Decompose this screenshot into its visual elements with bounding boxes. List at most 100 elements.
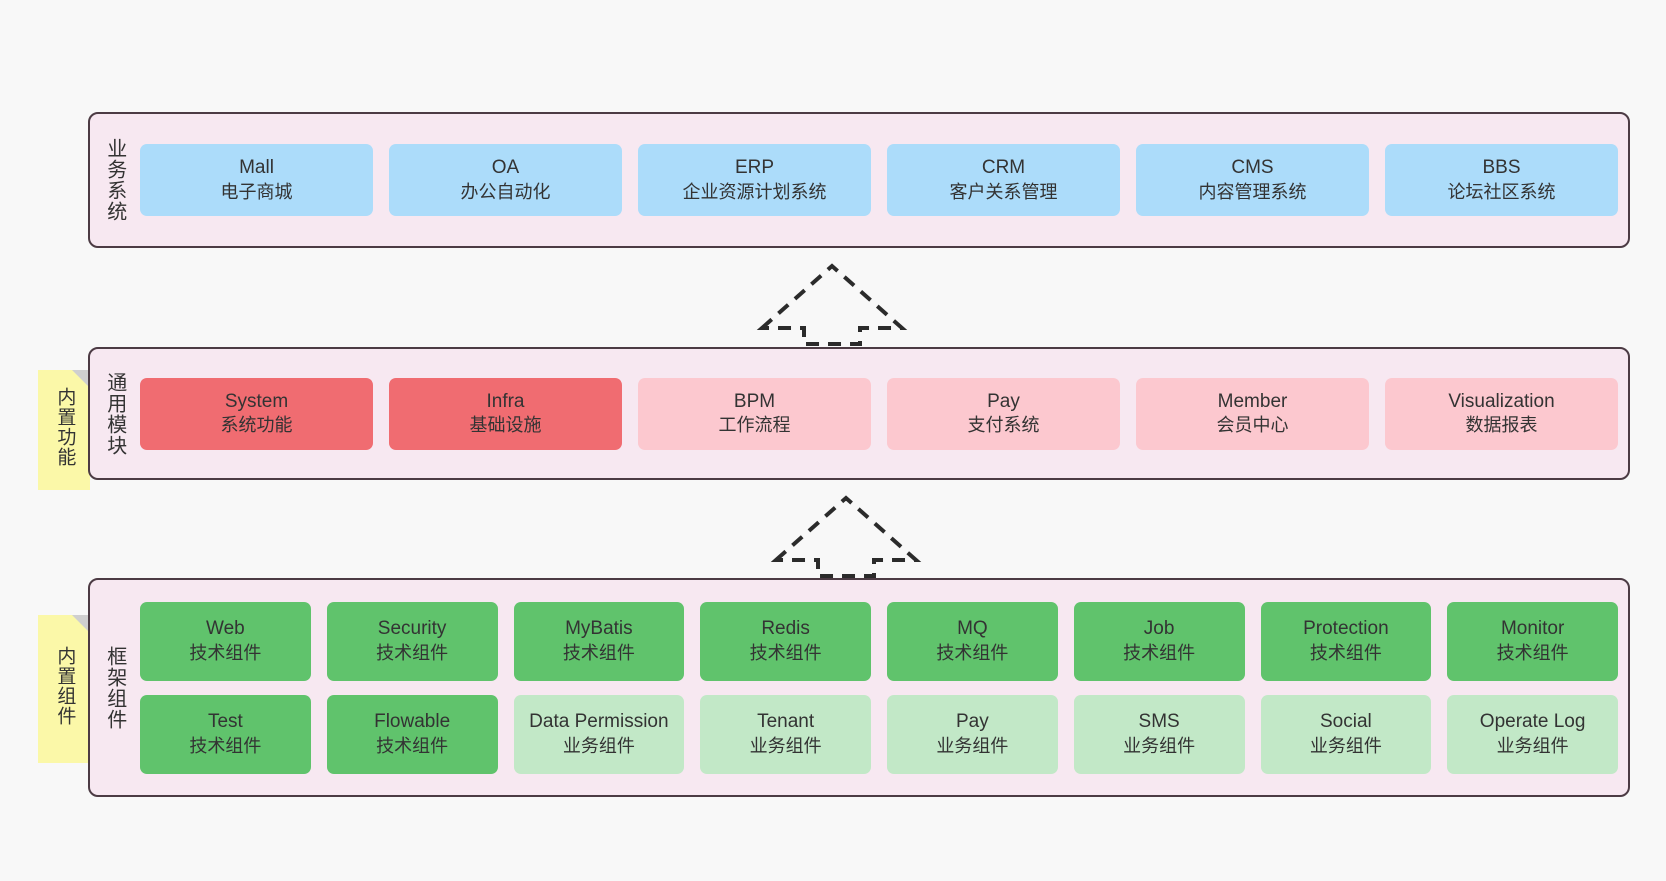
card-test[interactable]: Test 技术组件 bbox=[140, 694, 311, 774]
card-bbs[interactable]: BBS 论坛社区系统 bbox=[1385, 144, 1618, 216]
card-job[interactable]: Job 技术组件 bbox=[1073, 601, 1245, 681]
layer-framework-body: Web 技术组件 Security 技术组件 MyBatis 技术组件 Redi… bbox=[138, 580, 1628, 795]
card-system[interactable]: System 系统功能 bbox=[140, 377, 373, 450]
card-title-cn: 技术组件 bbox=[376, 735, 449, 756]
card-mq[interactable]: MQ 技术组件 bbox=[887, 601, 1058, 681]
card-erp[interactable]: ERP 企业资源计划系统 bbox=[638, 144, 871, 216]
card-title-cn: 业务组件 bbox=[562, 735, 635, 756]
layer-business-title: 业务系统 bbox=[103, 138, 126, 222]
card-mybatis[interactable]: MyBatis 技术组件 bbox=[513, 601, 685, 681]
card-title-cn: 工作流程 bbox=[718, 415, 791, 436]
card-title-cn: 内容管理系统 bbox=[1198, 181, 1307, 202]
card-title-en: Pay bbox=[987, 390, 1020, 412]
card-sms[interactable]: SMS 业务组件 bbox=[1073, 694, 1245, 774]
card-title-en: Redis bbox=[761, 618, 810, 640]
card-monitor[interactable]: Monitor 技术组件 bbox=[1447, 601, 1618, 681]
card-security[interactable]: Security 技术组件 bbox=[326, 601, 498, 681]
card-title-en: Test bbox=[207, 711, 243, 733]
card-mall[interactable]: Mall 电子商城 bbox=[140, 144, 373, 216]
card-title-cn: 业务组件 bbox=[1309, 735, 1382, 756]
layer-business-system: 业务系统 Mall 电子商城 OA 办公自动化 ERP 企业资源计划系统 CRM… bbox=[88, 112, 1630, 248]
card-operate-log[interactable]: Operate Log 业务组件 bbox=[1447, 694, 1618, 774]
card-redis[interactable]: Redis 技术组件 bbox=[700, 601, 871, 681]
card-title-en: BBS bbox=[1482, 157, 1521, 179]
business-card-row: Mall 电子商城 OA 办公自动化 ERP 企业资源计划系统 CRM 客户关系… bbox=[140, 144, 1618, 216]
card-title-en: Infra bbox=[486, 390, 525, 412]
card-title-cn: 技术组件 bbox=[936, 642, 1009, 663]
card-title-cn: 技术组件 bbox=[189, 642, 262, 663]
card-title-cn: 技术组件 bbox=[1496, 642, 1569, 663]
card-title-cn: 业务组件 bbox=[749, 735, 822, 756]
card-title-en: Visualization bbox=[1448, 390, 1555, 412]
card-title-cn: 技术组件 bbox=[1123, 642, 1196, 663]
layer-modules-title: 通用模块 bbox=[103, 371, 126, 456]
card-cms[interactable]: CMS 内容管理系统 bbox=[1136, 144, 1369, 216]
card-title-cn: 基础设施 bbox=[469, 415, 542, 436]
layer-framework-title: 框架组件 bbox=[103, 645, 126, 730]
layer-modules-body: System 系统功能 Infra 基础设施 BPM 工作流程 Pay 支付系统… bbox=[138, 349, 1628, 478]
card-web[interactable]: Web 技术组件 bbox=[140, 601, 311, 681]
card-title-cn: 业务组件 bbox=[1123, 735, 1196, 756]
card-title-cn: 会员中心 bbox=[1216, 415, 1289, 436]
card-title-en: Web bbox=[206, 618, 245, 640]
card-title-en: SMS bbox=[1138, 711, 1180, 733]
card-title-cn: 技术组件 bbox=[1309, 642, 1382, 663]
arrow-build bbox=[756, 263, 908, 346]
card-title-en: Flowable bbox=[374, 711, 451, 733]
layer-business-body: Mall 电子商城 OA 办公自动化 ERP 企业资源计划系统 CRM 客户关系… bbox=[138, 114, 1628, 246]
card-flowable[interactable]: Flowable 技术组件 bbox=[326, 694, 498, 774]
framework-card-row-1: Web 技术组件 Security 技术组件 MyBatis 技术组件 Redi… bbox=[140, 601, 1618, 681]
card-title-cn: 论坛社区系统 bbox=[1447, 181, 1556, 202]
card-tenant[interactable]: Tenant 业务组件 bbox=[700, 694, 871, 774]
card-title-en: Mall bbox=[239, 157, 274, 179]
card-title-en: Operate Log bbox=[1479, 711, 1586, 733]
note-fold-corner-icon bbox=[72, 370, 90, 388]
card-title-en: OA bbox=[491, 157, 520, 179]
card-title-en: Social bbox=[1320, 711, 1372, 733]
card-title-cn: 支付系统 bbox=[967, 415, 1040, 436]
card-pay-component[interactable]: Pay 业务组件 bbox=[887, 694, 1058, 774]
card-title-en: ERP bbox=[734, 157, 775, 179]
card-title-en: MyBatis bbox=[565, 618, 633, 640]
card-title-en: Member bbox=[1217, 390, 1288, 412]
card-title-en: Protection bbox=[1303, 618, 1389, 640]
card-member[interactable]: Member 会员中心 bbox=[1136, 377, 1369, 450]
arrow-implement bbox=[770, 495, 922, 578]
card-visualization[interactable]: Visualization 数据报表 bbox=[1385, 377, 1618, 450]
card-title-en: Pay bbox=[956, 711, 989, 733]
card-title-en: MQ bbox=[957, 618, 988, 640]
card-title-cn: 企业资源计划系统 bbox=[682, 181, 827, 202]
note-fold-corner-icon bbox=[72, 615, 90, 633]
layer-general-modules: 通用模块 System 系统功能 Infra 基础设施 BPM 工作流程 Pay… bbox=[88, 347, 1630, 480]
card-data-permission[interactable]: Data Permission 业务组件 bbox=[513, 694, 685, 774]
card-oa[interactable]: OA 办公自动化 bbox=[389, 144, 622, 216]
card-title-en: Data Permission bbox=[529, 711, 669, 733]
modules-card-row: System 系统功能 Infra 基础设施 BPM 工作流程 Pay 支付系统… bbox=[140, 377, 1618, 450]
card-title-en: CMS bbox=[1231, 157, 1274, 179]
card-bpm[interactable]: BPM 工作流程 bbox=[638, 377, 871, 450]
card-title-en: Job bbox=[1143, 618, 1175, 640]
card-title-cn: 技术组件 bbox=[749, 642, 822, 663]
note-builtin-components: 内置组件 bbox=[38, 615, 90, 763]
card-title-en: BPM bbox=[733, 390, 776, 412]
card-title-cn: 办公自动化 bbox=[460, 181, 551, 202]
card-infra[interactable]: Infra 基础设施 bbox=[389, 377, 622, 450]
card-title-en: CRM bbox=[981, 157, 1026, 179]
card-pay[interactable]: Pay 支付系统 bbox=[887, 377, 1120, 450]
framework-card-row-2: Test 技术组件 Flowable 技术组件 Data Permission … bbox=[140, 694, 1618, 774]
layer-framework-components: 框架组件 Web 技术组件 Security 技术组件 MyBatis 技术组件… bbox=[88, 578, 1630, 797]
note-builtin-functions: 内置功能 bbox=[38, 370, 90, 490]
card-title-cn: 系统功能 bbox=[220, 415, 293, 436]
card-title-cn: 业务组件 bbox=[1496, 735, 1569, 756]
note-label: 内置功能 bbox=[54, 387, 76, 467]
card-title-cn: 技术组件 bbox=[562, 642, 635, 663]
card-title-en: Monitor bbox=[1500, 618, 1565, 640]
card-social[interactable]: Social 业务组件 bbox=[1260, 694, 1432, 774]
card-title-cn: 技术组件 bbox=[189, 735, 262, 756]
card-protection[interactable]: Protection 技术组件 bbox=[1260, 601, 1432, 681]
card-title-cn: 业务组件 bbox=[936, 735, 1009, 756]
card-title-en: Tenant bbox=[757, 711, 815, 733]
card-title-cn: 客户关系管理 bbox=[949, 181, 1058, 202]
card-crm[interactable]: CRM 客户关系管理 bbox=[887, 144, 1120, 216]
card-title-cn: 电子商城 bbox=[220, 181, 293, 202]
